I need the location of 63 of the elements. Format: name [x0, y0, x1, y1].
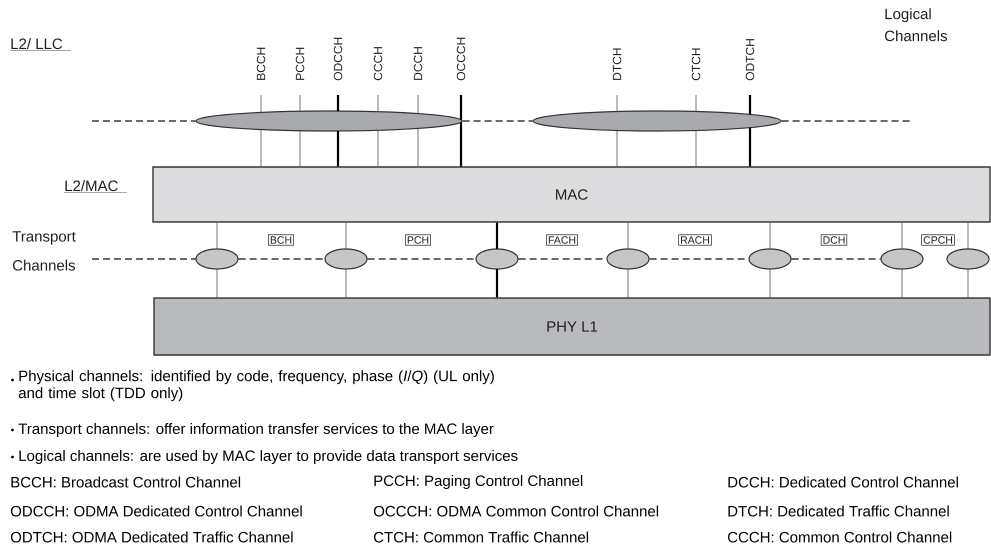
channel-ellipse [880, 248, 924, 270]
definition-text: CTCH: Common Traffic Channel [374, 532, 588, 542]
connector-line [336, 130, 340, 166]
layer-label: Transport Channels [12, 231, 76, 271]
channel-label: DTCH [612, 48, 622, 80]
note-text: Transport channels: offer information transfer services to the MAC layer [18, 423, 494, 437]
connector-line [92, 120, 196, 122]
connector-line [368, 258, 476, 260]
connector-line [216, 268, 218, 298]
channel-label: PCCH [296, 48, 304, 80]
definition-text: CCCH: Common Control Channel [728, 532, 952, 542]
channel-box: FACH [546, 234, 578, 246]
connector-line [496, 269, 498, 298]
channel-ellipse [195, 248, 239, 270]
connector-line [238, 258, 324, 260]
connector-line [260, 94, 262, 113]
layer-label: L2/MAC [64, 180, 127, 193]
connector-line [748, 128, 752, 166]
connector-line [616, 94, 618, 112]
connector-line [616, 130, 618, 167]
definition-text: ODTCH: ODMA Dedicated Traffic Channel [10, 532, 293, 542]
channel-box: RACH [678, 234, 712, 246]
definition-text: DTCH: Dedicated Traffic Channel [728, 506, 949, 516]
channel-box: PCH [405, 234, 431, 246]
connector-line [792, 258, 880, 260]
channel-ellipse [195, 110, 463, 132]
channel-label: CCCH [374, 47, 382, 80]
channel-label: ODCCH [334, 38, 342, 80]
channel-box: DCH [820, 234, 848, 246]
note-text: Logical channels: are used by MAC layer to provide data transport services [19, 450, 518, 464]
channel-box: CPCH [921, 234, 955, 246]
connector-line [336, 95, 340, 112]
layer-box: PHY L1 [153, 297, 991, 356]
layer-box: MAC [152, 166, 991, 223]
channel-ellipse [475, 248, 519, 270]
definition-text: ODCCH: ODMA Dedicated Control Channel [10, 506, 302, 516]
definition-text: BCCH: Broadcast Control Channel [11, 476, 240, 488]
connector-line [460, 122, 462, 166]
channel-label: BCCH [256, 48, 266, 80]
connector-line [462, 120, 532, 122]
channel-ellipse [532, 110, 782, 132]
connector-line [748, 95, 752, 114]
channel-label: DCCH [414, 47, 422, 80]
note-text: Physical channels: identified by code, frequency, phase (I/Q) (UL only) and time slot (TDD only) [18, 370, 494, 402]
connector-line [782, 120, 911, 122]
connector-line [216, 222, 218, 250]
definition-text: PCCH: Paging Control Channel [374, 475, 582, 489]
channel-label: ODTCH [746, 39, 754, 80]
channel-label: OCCCH [456, 38, 466, 80]
connector-line [496, 222, 498, 249]
layer-label: Logical Channels [884, 8, 948, 42]
channel-ellipse [324, 248, 368, 270]
channel-ellipse [946, 248, 990, 270]
definition-text: DCCH: Dedicated Control Channel [728, 476, 958, 488]
channel-label: CTCH [692, 48, 700, 80]
connector-line [460, 95, 462, 120]
channel-ellipse [606, 248, 650, 270]
connector-line [260, 129, 262, 167]
channel-box: BCH [268, 234, 294, 246]
channel-ellipse [748, 248, 792, 270]
definition-text: OCCCH: ODMA Common Control Channel [374, 506, 658, 516]
layer-label: L2/ LLC [10, 38, 72, 51]
connector-line [92, 258, 196, 260]
